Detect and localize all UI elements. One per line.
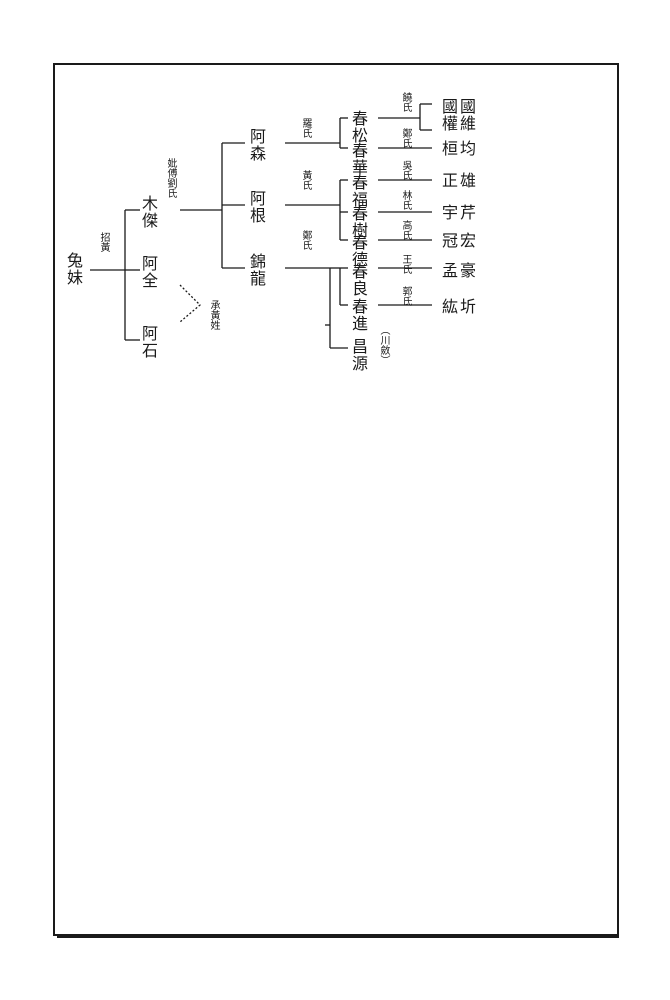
grandson-hong2: 紘 [439,298,458,315]
person-jin-long: 錦龍 [247,253,266,287]
note-root: 招黃 [98,232,109,252]
spouse-mu-jie: 妣傅劉氏 [165,158,176,198]
person-chun-hua: 春華 [349,142,368,176]
grandson-jun: 均 [457,140,476,157]
person-a-quan: 阿全 [139,255,158,289]
bottom-rule [57,936,619,938]
person-chun-fu: 春福 [349,174,368,208]
grandson-hao: 豪 [457,262,476,279]
person-chun-de: 春德 [349,234,368,268]
grandson-guan: 冠 [439,232,458,249]
grandson-guo-wei: 國維 [457,98,476,132]
person-chun-song: 春松 [349,110,368,144]
person-root: 兔妹 [64,252,83,286]
spouse-jin-long: 鄭氏 [300,230,311,250]
grandson-xiong: 雄 [457,172,476,189]
spouse-chun-de: 高氏 [400,220,411,240]
person-a-sen: 阿森 [247,128,266,162]
person-chun-shu: 春樹 [349,205,368,239]
grandson-zheng: 正 [439,172,458,189]
note-chang-yuan: （川斂） [378,325,389,365]
spouse-chun-fu: 吳氏 [400,160,411,180]
spouse-chun-hua: 鄭氏 [400,128,411,148]
grandson-huan: 桓 [439,140,458,157]
grandson-meng: 孟 [439,262,458,279]
person-chun-liang: 春良 [349,263,368,297]
spouse-a-sen: 羅氏 [300,118,311,138]
left-rule [53,63,55,763]
spouse-chun-liang: 王氏 [400,254,411,274]
person-mu-jie: 木傑 [139,195,158,229]
person-chang-yuan: 昌源 [349,338,368,372]
spouse-a-gen: 黃氏 [300,170,311,190]
person-a-shi: 阿石 [139,325,158,359]
person-chun-jin: 春進 [349,298,368,332]
grandson-yu: 宇 [439,204,458,221]
spouse-chun-jin: 郭氏 [400,286,411,306]
grandson-qin: 芹 [457,204,476,221]
note-adopted: 承黃姓 [208,300,219,330]
spouse-chun-shu: 林氏 [400,190,411,210]
spouse-chun-song: 饒氏 [400,92,411,112]
grandson-guo-quan: 國權 [439,98,458,132]
grandson-qi: 圻 [457,298,476,315]
grandson-hong: 宏 [457,232,476,249]
person-a-gen: 阿根 [247,190,266,224]
